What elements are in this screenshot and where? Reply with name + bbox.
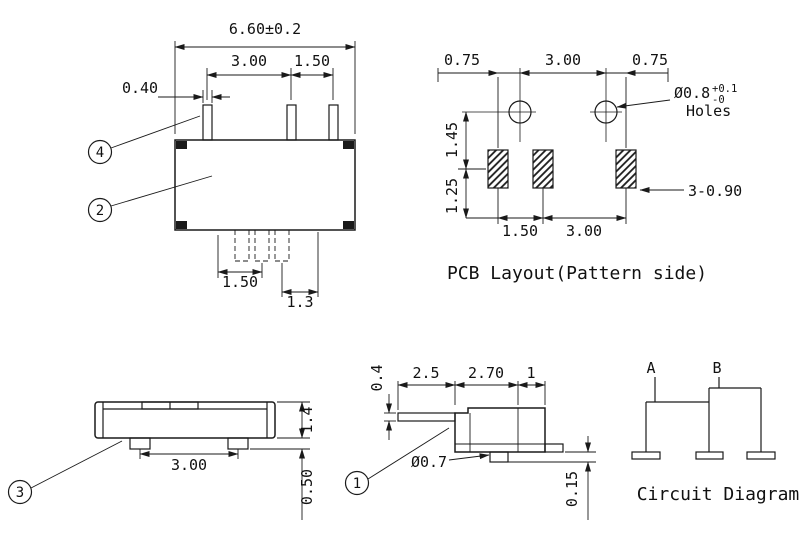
solder-pad-1 xyxy=(487,149,509,189)
solder-pad-3 xyxy=(615,149,637,189)
circuit-terminal-3 xyxy=(746,451,776,460)
dim-text-bottom-b: 1.3 xyxy=(286,293,313,311)
dim-foot-pitch-lines xyxy=(139,449,239,459)
circuit-wires xyxy=(645,377,762,452)
circuit-terminal-2 xyxy=(695,451,724,460)
dim-pin-pitch-lines xyxy=(206,68,334,100)
end-lead-right xyxy=(544,443,564,453)
dim-text-foot-pitch: 3.00 xyxy=(171,456,207,474)
top-terminals xyxy=(202,104,339,141)
dim-text-v-upper: 1.45 xyxy=(443,122,461,158)
dim-overall-width-lines xyxy=(174,41,356,134)
dim-pad-bottom-lines xyxy=(466,188,627,224)
end-body-details xyxy=(455,408,545,452)
dim-text-overall-width: 6.60±0.2 xyxy=(229,20,301,38)
dim-end-top-lines xyxy=(397,381,546,410)
dim-text-step: 1 xyxy=(526,364,535,382)
dim-text-standoff: 0.15 xyxy=(563,471,581,507)
front-view: 6.60±0.2 3.00 1.50 0.40 1.50 1.3 xyxy=(87,20,356,311)
circuit-caption: Circuit Diagram xyxy=(637,484,800,505)
dim-text-boss-dia: Ø0.7 xyxy=(411,453,447,471)
side-foot-right xyxy=(227,437,249,450)
callout-4-number: 4 xyxy=(96,145,104,161)
dim-text-v-lower: 1.25 xyxy=(443,178,461,214)
dim-text-lead-thickness: 0.4 xyxy=(368,364,386,391)
circuit-terminal-1 xyxy=(631,451,661,460)
circuit-diagram: A B Circuit Diagram xyxy=(631,359,800,505)
callout-2: 2 xyxy=(87,175,213,223)
dim-top-lines xyxy=(437,68,669,148)
side-view: 3.00 1.4 0.50 3 xyxy=(7,401,316,520)
dim-text-bottom-a: 1.50 xyxy=(222,273,258,291)
hole-tol-lower-text: -0 xyxy=(712,94,725,106)
side-body-details xyxy=(102,401,268,438)
dim-text-pad-a: 1.50 xyxy=(502,222,538,240)
dim-text-pin-width: 0.40 xyxy=(122,79,158,97)
dim-text-hole-right: 0.75 xyxy=(632,51,668,69)
circuit-label-a: A xyxy=(646,359,655,377)
dim-left-vertical-lines xyxy=(458,111,486,219)
dim-text-lead-length: 2.5 xyxy=(412,364,439,382)
dim-pin-width-lines xyxy=(158,90,230,103)
callout-2-number: 2 xyxy=(96,203,104,219)
end-body-outline xyxy=(454,407,546,453)
circuit-label-b: B xyxy=(712,359,721,377)
dim-text-pad-b: 3.00 xyxy=(566,222,602,240)
pcb-layout-view: 0.75 3.00 0.75 Ø0.8 +0.1 -0 Holes 1.45 1… xyxy=(437,51,742,284)
end-lead-left xyxy=(397,412,456,422)
pad-note-text: 3-0.90 xyxy=(688,182,742,200)
dim-text-body-width: 2.70 xyxy=(468,364,504,382)
callout-1-number: 1 xyxy=(353,476,361,492)
dim-text-height: 1.4 xyxy=(298,406,316,433)
side-body-outline xyxy=(94,401,276,439)
hole-center-lines xyxy=(462,68,622,142)
solder-pad-2 xyxy=(532,149,554,189)
dim-lead-thickness-lines xyxy=(384,394,396,440)
end-view: 2.5 2.70 1 0.4 Ø0.7 0.15 1 xyxy=(344,364,596,520)
dim-text-foot-height: 0.50 xyxy=(298,469,316,505)
dim-bottom-lines xyxy=(217,232,319,297)
dim-height-lines xyxy=(277,401,310,439)
dim-text-pin-pitch-a: 3.00 xyxy=(231,52,267,70)
dim-standoff-lines xyxy=(508,436,596,520)
corner-tabs xyxy=(176,141,354,229)
callout-4: 4 xyxy=(87,115,201,165)
side-foot-left xyxy=(129,437,151,450)
dim-foot-height-lines xyxy=(250,448,310,520)
dim-text-pin-pitch-b: 1.50 xyxy=(294,52,330,70)
hole-dia-text: Ø0.8 xyxy=(674,84,710,102)
hole-tol-upper-text: +0.1 xyxy=(712,83,737,95)
hidden-terminals xyxy=(234,230,290,262)
end-boss xyxy=(489,451,509,463)
dim-text-hole-pitch: 3.00 xyxy=(545,51,581,69)
dim-text-hole-left: 0.75 xyxy=(444,51,480,69)
boss-dia-note: Ø0.7 xyxy=(411,453,490,471)
callout-3: 3 xyxy=(7,440,123,505)
hole-label-text: Holes xyxy=(686,102,731,120)
pcb-layout-caption: PCB Layout(Pattern side) xyxy=(447,263,707,284)
pad-note: 3-0.90 xyxy=(639,182,742,200)
callout-3-number: 3 xyxy=(16,485,24,501)
switch-body-outline xyxy=(174,139,356,231)
callout-1: 1 xyxy=(344,427,450,496)
hole-note: Ø0.8 +0.1 -0 Holes xyxy=(616,83,737,120)
